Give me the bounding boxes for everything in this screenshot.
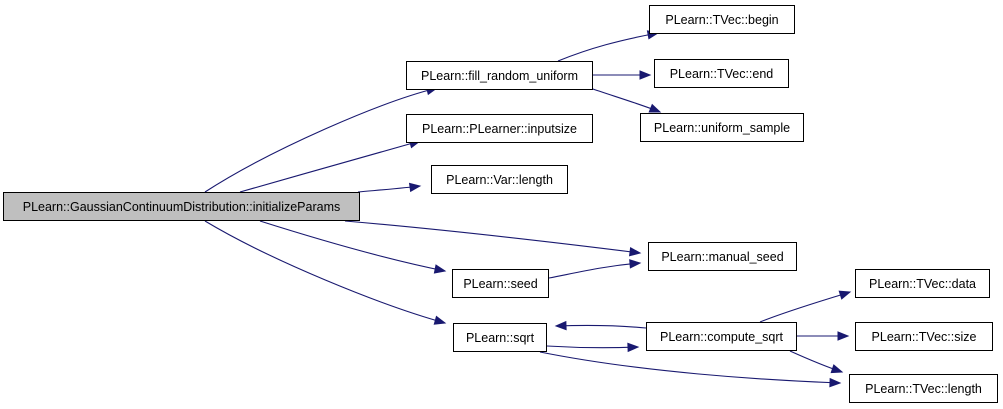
arrowhead-manual-seed xyxy=(629,259,642,269)
arrowhead-var-length xyxy=(408,182,422,193)
arrowhead-sqrt xyxy=(554,320,567,331)
arrowhead-tvec-length xyxy=(829,377,842,388)
arrowhead-sqrt xyxy=(433,315,447,325)
arrowhead-compute-sqrt xyxy=(627,342,640,353)
edge-compute-sqrt-to-tvec-data xyxy=(759,291,851,323)
arrowhead-tvec-size xyxy=(837,331,850,341)
arrowhead-manual-seed xyxy=(628,246,642,257)
edge-sqrt-to-tvec-length xyxy=(539,351,841,384)
edge-initialize-params-to-sqrt xyxy=(204,220,446,324)
node-tvec-data[interactable]: PLearn::TVec::data xyxy=(855,269,990,298)
node-initialize-params: PLearn::GaussianContinuumDistribution::i… xyxy=(3,192,360,221)
node-tvec-length[interactable]: PLearn::TVec::length xyxy=(849,374,998,403)
arrowhead-uniform-sample xyxy=(648,103,662,113)
edge-initialize-params-to-plearner-inputsize xyxy=(239,140,421,193)
edge-initialize-params-to-manual-seed xyxy=(344,220,641,254)
node-fill-random-uniform[interactable]: PLearn::fill_random_uniform xyxy=(406,61,593,90)
edge-seed-to-manual-seed xyxy=(548,262,641,279)
edge-sqrt-to-compute-sqrt xyxy=(546,345,639,349)
node-tvec-size[interactable]: PLearn::TVec::size xyxy=(855,322,993,351)
arrowhead-tvec-length xyxy=(830,364,844,374)
edge-compute-sqrt-to-sqrt xyxy=(555,324,647,329)
node-var-length[interactable]: PLearn::Var::length xyxy=(431,165,568,194)
node-manual-seed[interactable]: PLearn::manual_seed xyxy=(648,242,797,271)
node-seed[interactable]: PLearn::seed xyxy=(452,269,549,298)
node-compute-sqrt[interactable]: PLearn::compute_sqrt xyxy=(646,322,797,351)
node-plearner-inputsize[interactable]: PLearn::PLearner::inputsize xyxy=(406,114,593,143)
edge-fill-random-uniform-to-uniform-sample xyxy=(589,87,661,113)
node-uniform-sample[interactable]: PLearn::uniform_sample xyxy=(640,113,804,142)
node-sqrt[interactable]: PLearn::sqrt xyxy=(453,323,547,352)
edge-initialize-params-to-seed xyxy=(259,220,446,272)
edge-initialize-params-to-fill-random-uniform xyxy=(204,87,438,193)
arrowhead-tvec-end xyxy=(639,70,652,80)
arrowhead-seed xyxy=(433,264,447,274)
edge-fill-random-uniform-to-tvec-begin xyxy=(557,32,659,62)
node-tvec-end[interactable]: PLearn::TVec::end xyxy=(654,59,789,88)
node-tvec-begin[interactable]: PLearn::TVec::begin xyxy=(649,5,795,34)
arrowhead-tvec-data xyxy=(838,290,852,300)
